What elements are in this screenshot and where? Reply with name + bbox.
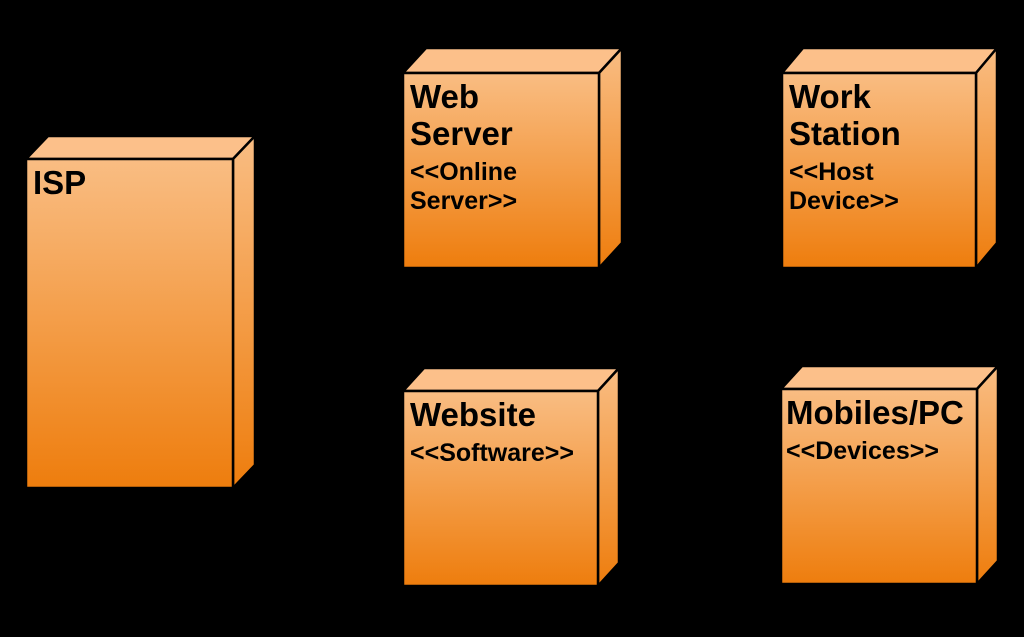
node-title: Mobiles/PC: [786, 394, 964, 431]
isp-side-face: [231, 134, 257, 490]
node-box-website: [401, 366, 621, 588]
node-box-isp: [24, 134, 257, 490]
work-station-top-face: [780, 46, 999, 75]
node-web-server-label: Web Server <<Online Server>>: [403, 73, 599, 216]
web-server-front-face: [401, 71, 601, 270]
node-stereotype: <<Software>>: [410, 438, 574, 467]
node-title: Web Server: [410, 78, 513, 152]
node-box-work-station: [780, 46, 999, 270]
node-work-station-label: Work Station <<Host Device>>: [782, 73, 976, 216]
isp-top-face: [24, 134, 257, 161]
website-front-face: [401, 389, 600, 588]
mobiles-pc-top-face: [779, 364, 1000, 391]
work-station-front-face: [780, 71, 978, 270]
node-stereotype: <<Host Device>>: [789, 157, 899, 215]
node-website-label: Website <<Software>>: [403, 391, 598, 468]
web-server-side-face: [597, 46, 624, 270]
isp-front-face: [24, 157, 235, 490]
node-title: Website: [410, 396, 536, 433]
node-title: ISP: [33, 164, 87, 201]
node-box-mobiles-pc: [779, 364, 1000, 586]
node-stereotype: <<Devices>>: [786, 436, 939, 465]
website-top-face: [401, 366, 621, 393]
node-box-web-server: [401, 46, 624, 270]
website-side-face: [596, 366, 621, 588]
node-stereotype: <<Online Server>>: [410, 157, 518, 215]
mobiles-pc-side-face: [975, 364, 1000, 586]
node-mobiles-pc-label: Mobiles/PC <<Devices>>: [781, 389, 977, 466]
node-isp-label: ISP: [26, 159, 233, 207]
web-server-top-face: [401, 46, 624, 75]
node-title: Work Station: [789, 78, 901, 152]
work-station-side-face: [974, 46, 999, 270]
mobiles-pc-front-face: [779, 387, 979, 586]
